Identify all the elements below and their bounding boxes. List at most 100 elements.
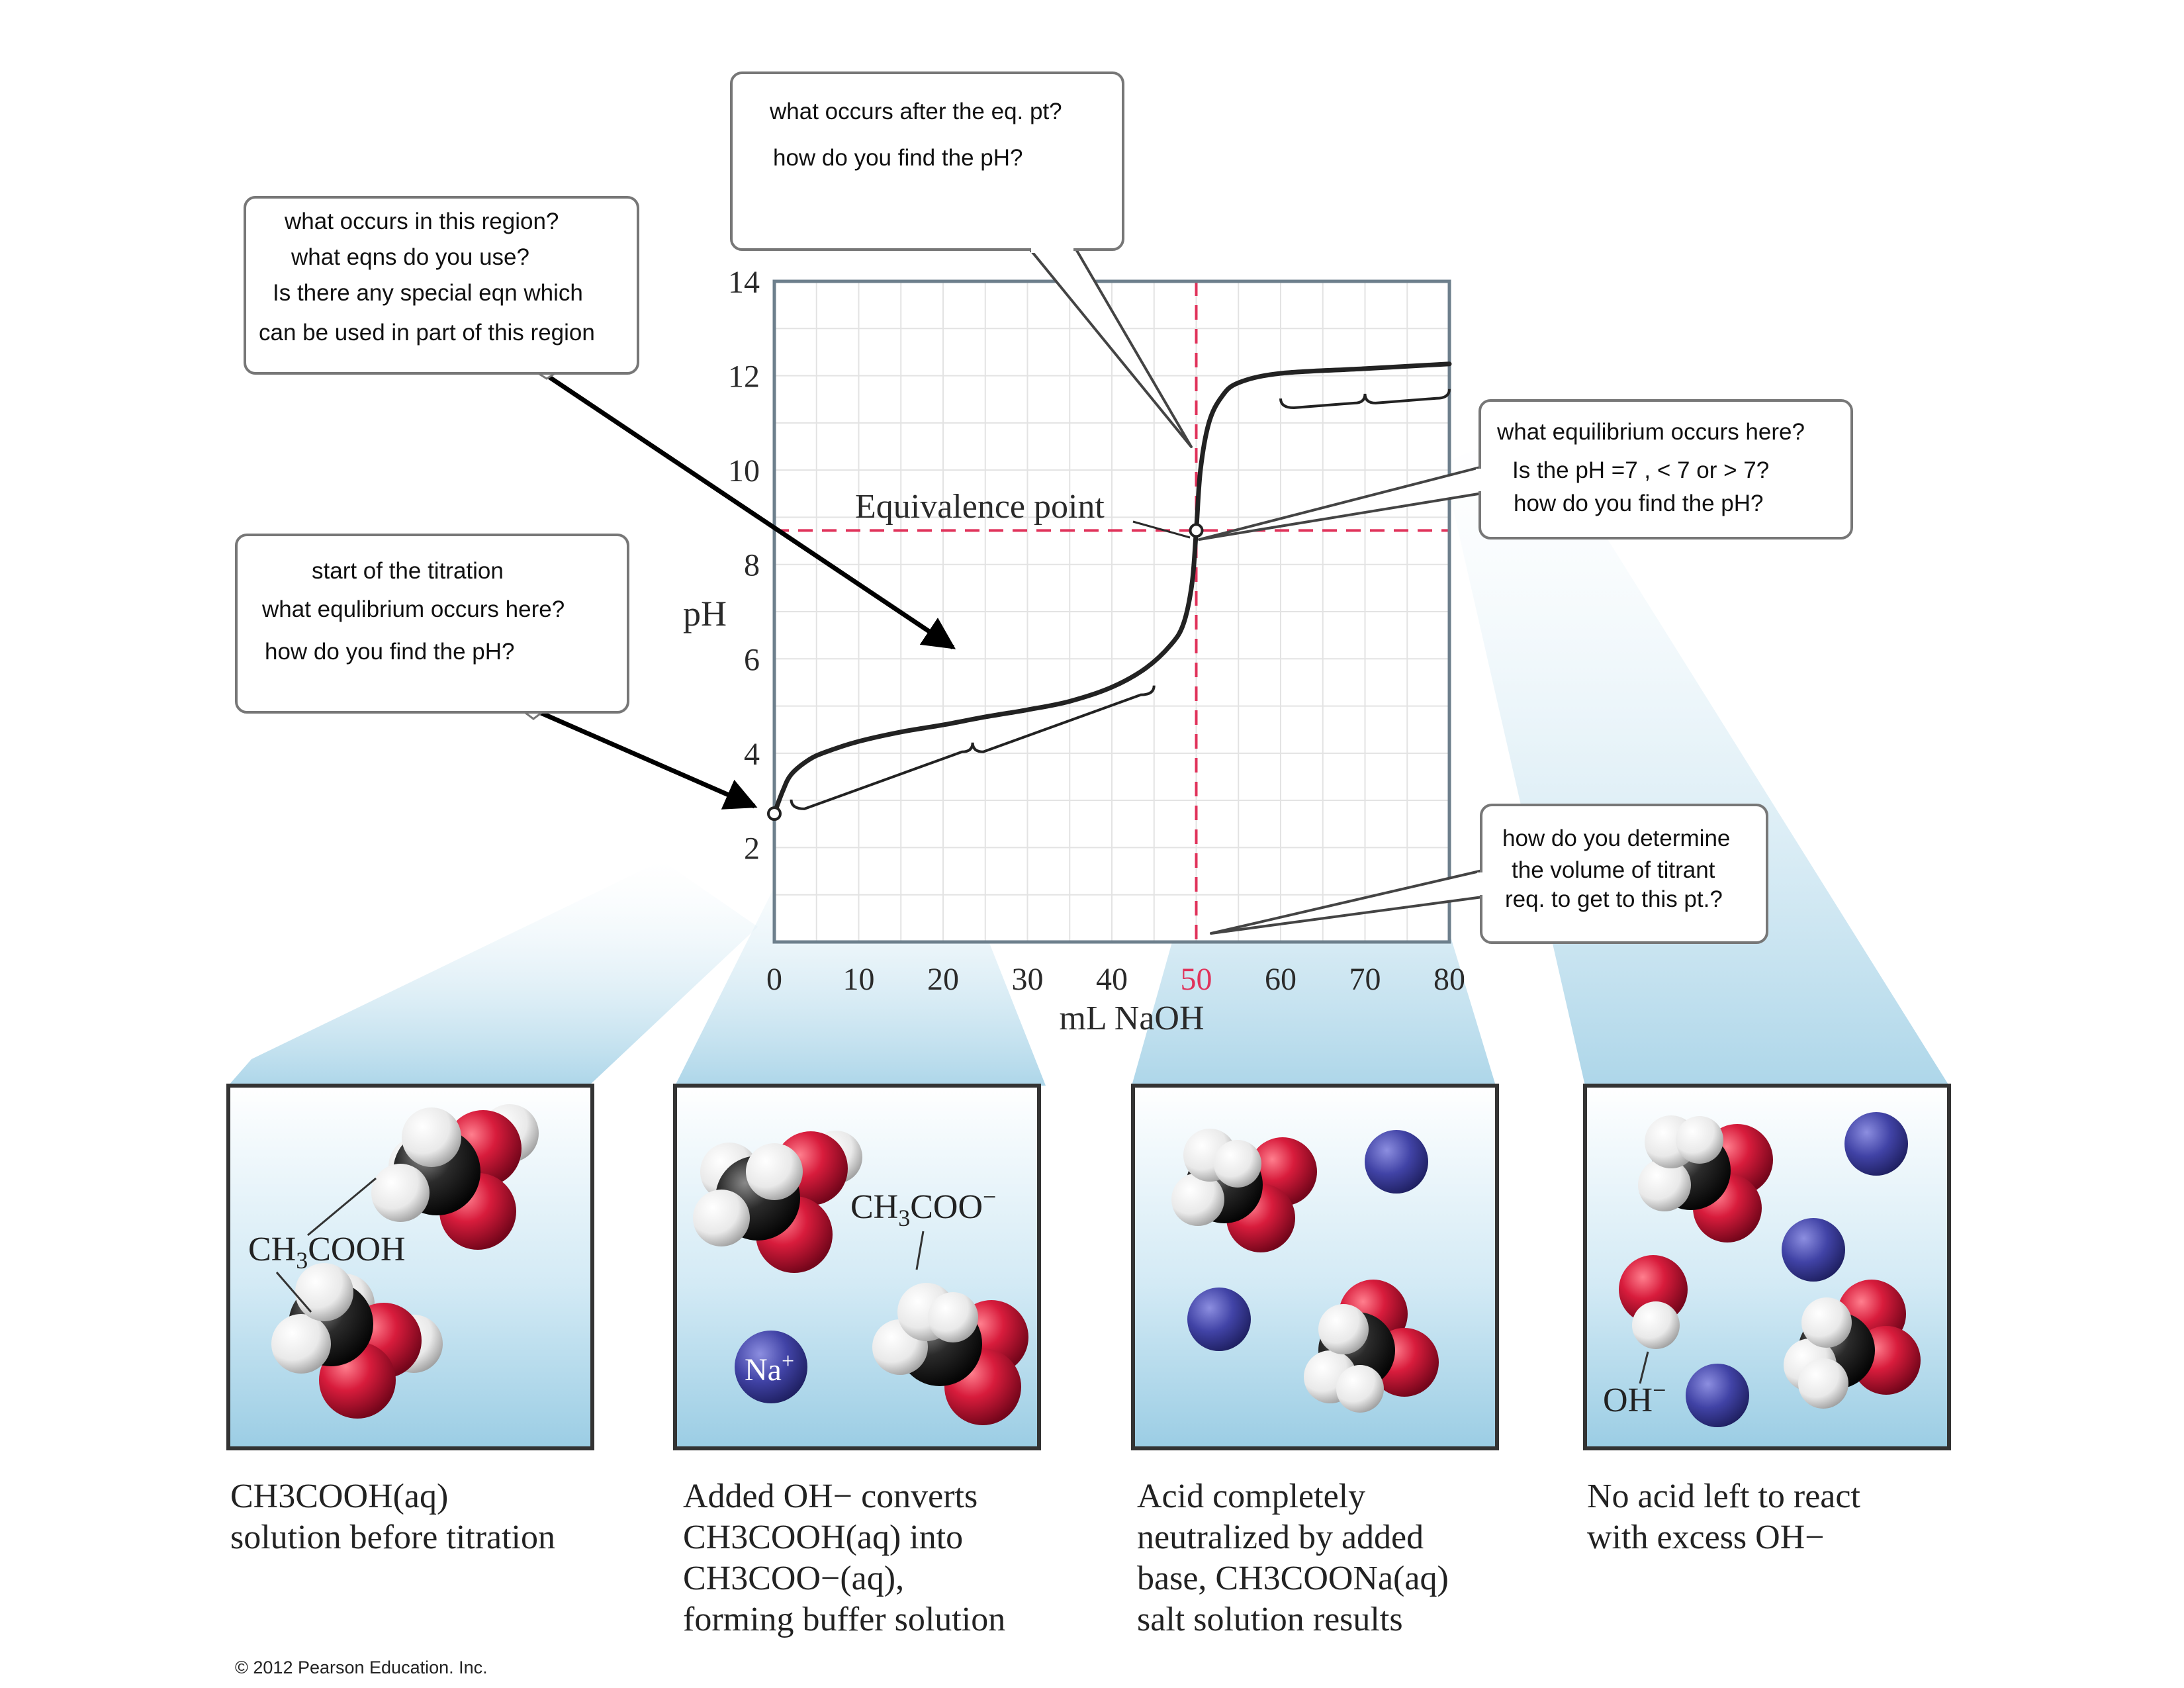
plot-frame bbox=[772, 279, 1451, 944]
panel-label: OH− bbox=[1603, 1377, 1666, 1419]
label-leader bbox=[275, 1272, 312, 1313]
sodium-ion bbox=[1365, 1130, 1428, 1194]
caption-buffer: Added OH− converts CH3COOH(aq) into CH3C… bbox=[683, 1476, 1005, 1640]
acetate-ion bbox=[872, 1283, 1028, 1425]
caption-equivalence: Acid completely neutralized by added bas… bbox=[1137, 1476, 1449, 1640]
callout-volume-line: how do you determine bbox=[1502, 825, 1730, 851]
titration-curve bbox=[772, 361, 1452, 816]
acetic-acid-molecule bbox=[371, 1104, 539, 1250]
caption-before-titration: CH3COOH(aq) solution before titration bbox=[230, 1476, 555, 1558]
x-tick-label: 80 bbox=[1433, 962, 1465, 997]
y-tick-label: 8 bbox=[744, 548, 760, 583]
callout-equilibrium-line: what equilibrium occurs here? bbox=[1496, 419, 1805, 445]
region-arrow bbox=[541, 371, 956, 649]
reference-lines bbox=[774, 281, 1449, 942]
beam-start bbox=[228, 861, 758, 1086]
sodium-ion bbox=[1187, 1288, 1251, 1351]
callout-start-line: start of the titration bbox=[312, 558, 504, 584]
caption-line: forming buffer solution bbox=[683, 1601, 1006, 1638]
callout-equilibrium-line: how do you find the pH? bbox=[1514, 491, 1763, 516]
point-markers bbox=[767, 523, 1204, 821]
caption-line: CH3COOH(aq) into bbox=[683, 1519, 964, 1556]
acetic-acid-molecule bbox=[693, 1131, 862, 1273]
callout-region-line: Is there any special eqn which bbox=[273, 280, 583, 306]
caption-line: with excess OH− bbox=[1587, 1519, 1825, 1556]
caption-line: base, CH3COONa(aq) bbox=[1137, 1560, 1449, 1597]
copyright: © 2012 Pearson Education. Inc. bbox=[235, 1658, 488, 1677]
callout-arrows bbox=[538, 371, 956, 810]
y-tick-label: 10 bbox=[728, 453, 760, 489]
panel-buffer: CH3COO− Na+ bbox=[673, 1084, 1041, 1450]
callout-equilibrium: what equilibrium occurs here? Is the pH … bbox=[1198, 399, 1853, 541]
y-tick-label: 4 bbox=[744, 737, 760, 772]
y-axis-label: pH bbox=[683, 594, 727, 633]
panel-label: Na+ bbox=[745, 1349, 794, 1387]
x-tick-label: 50 bbox=[1181, 962, 1212, 997]
acetate-ion bbox=[1638, 1115, 1773, 1243]
sodium-ion bbox=[1782, 1218, 1845, 1282]
callout-after-eq-tail-cover bbox=[1031, 245, 1073, 253]
callout-region-line: what eqns do you use? bbox=[291, 244, 529, 270]
callout-volume: how do you determine the volume of titra… bbox=[1210, 804, 1768, 944]
y-tick-label: 14 bbox=[728, 265, 760, 300]
sodium-ion bbox=[735, 1331, 807, 1403]
y-tick-labels: 2 4 6 8 10 12 14 bbox=[728, 265, 760, 866]
label-leader bbox=[307, 1177, 377, 1237]
callout-region-line: can be used in part of this region bbox=[259, 320, 595, 346]
panel-excess-base: OH− bbox=[1583, 1084, 1951, 1450]
sodium-ion bbox=[1844, 1112, 1908, 1176]
x-tick-label: 60 bbox=[1265, 962, 1297, 997]
caption-line: CH3COOH(aq) bbox=[230, 1477, 449, 1515]
x-tick-label: 20 bbox=[927, 962, 959, 997]
acetic-acid-molecule bbox=[271, 1263, 443, 1419]
x-tick-label: 0 bbox=[766, 962, 782, 997]
point-marker bbox=[767, 806, 782, 821]
equivalence-point-label: Equivalence point bbox=[855, 488, 1105, 526]
x-tick-label: 70 bbox=[1349, 962, 1381, 997]
caption-line: neutralized by added bbox=[1137, 1519, 1424, 1556]
y-tick-label: 12 bbox=[728, 359, 760, 395]
callout-volume-line: the volume of titrant bbox=[1512, 857, 1715, 883]
panel-equivalence bbox=[1131, 1084, 1499, 1450]
equivalence-point-leader bbox=[1132, 520, 1191, 539]
callout-start-box bbox=[235, 534, 629, 714]
caption-line: No acid left to react bbox=[1587, 1477, 1860, 1515]
callout-after-eq-line: how do you find the pH? bbox=[773, 145, 1023, 171]
callout-region-box bbox=[244, 196, 639, 375]
caption-line: Added OH− converts bbox=[683, 1477, 978, 1515]
label-leader bbox=[1639, 1351, 1649, 1384]
callout-equilibrium-tail-cover bbox=[1476, 469, 1485, 491]
callout-volume-line: req. to get to this pt.? bbox=[1505, 886, 1723, 912]
callout-equilibrium-line: Is the pH =7 , < 7 or > 7? bbox=[1512, 457, 1769, 483]
callout-start: start of the titration what equlibrium o… bbox=[235, 534, 629, 720]
region-brace bbox=[790, 685, 1156, 810]
x-tick-label: 30 bbox=[1012, 962, 1044, 997]
panel-label: CH3COOH bbox=[248, 1231, 406, 1274]
callout-start-line: how do you find the pH? bbox=[265, 639, 514, 665]
y-tick-label: 6 bbox=[744, 642, 760, 677]
panel-before-titration: CH3COOH bbox=[226, 1084, 594, 1450]
callout-after-eq-box bbox=[730, 71, 1124, 251]
x-tick-label: 40 bbox=[1096, 962, 1128, 997]
point-marker bbox=[1189, 523, 1204, 538]
sodium-ion bbox=[1686, 1364, 1749, 1427]
region-brace bbox=[1279, 389, 1451, 410]
caption-line: CH3COO−(aq), bbox=[683, 1560, 905, 1597]
caption-excess-base: No acid left to react with excess OH− bbox=[1587, 1476, 1860, 1558]
acetate-ion bbox=[1171, 1129, 1317, 1252]
callout-after-eq: what occurs after the eq. pt? how do you… bbox=[730, 71, 1193, 448]
x-tick-label: 10 bbox=[843, 962, 875, 997]
y-tick-label: 2 bbox=[744, 831, 760, 866]
grid bbox=[774, 281, 1449, 942]
braces bbox=[790, 389, 1451, 810]
caption-line: Acid completely bbox=[1137, 1477, 1366, 1515]
x-axis-label: mL NaOH bbox=[1059, 1000, 1204, 1037]
callout-volume-tail-cover bbox=[1477, 872, 1486, 895]
callout-start-line: what equlibrium occurs here? bbox=[261, 596, 565, 622]
acetate-ion bbox=[1304, 1280, 1439, 1413]
callout-after-eq-line: what occurs after the eq. pt? bbox=[769, 99, 1062, 124]
panel-label: CH3COO− bbox=[850, 1184, 996, 1231]
caption-line: solution before titration bbox=[230, 1519, 556, 1556]
callout-region: what occurs in this region? what eqns do… bbox=[244, 196, 639, 380]
